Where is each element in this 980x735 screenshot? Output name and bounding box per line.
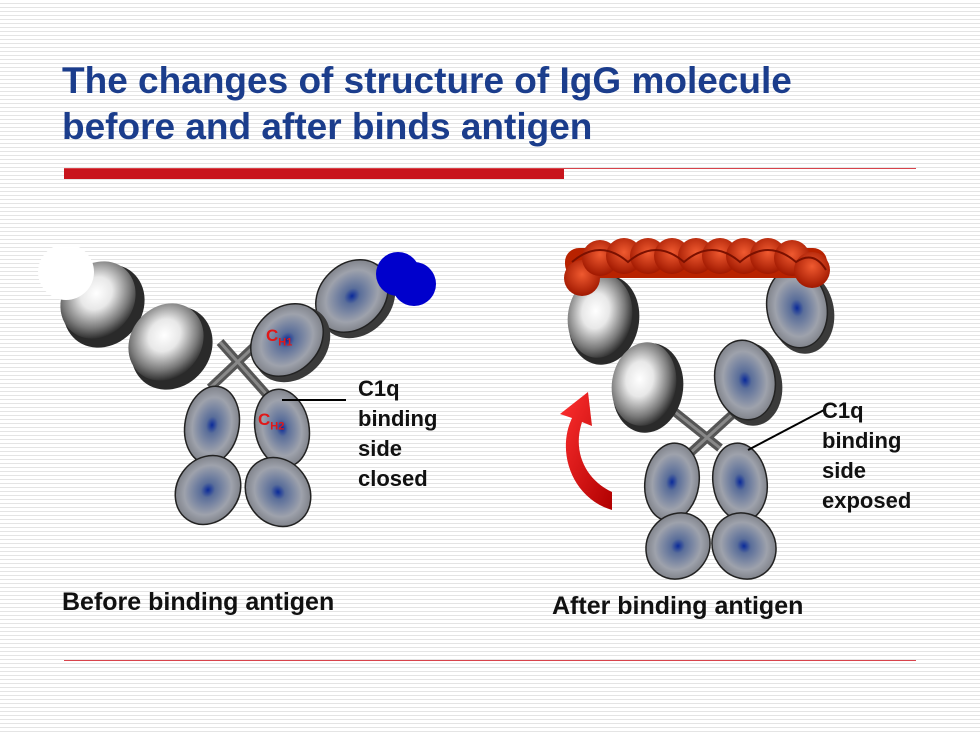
ch3-domain-left-after [645, 512, 711, 580]
bottom-rule [64, 660, 916, 661]
antigen-chain [564, 238, 830, 296]
ch1-domain [250, 303, 324, 377]
rotation-arrow-icon [560, 392, 612, 510]
igg-after-binding [560, 238, 835, 580]
igg-before-binding [38, 244, 436, 528]
ch2-label: CH2 [258, 410, 285, 433]
ch3-domain-right [244, 456, 312, 528]
title-rule-thin [64, 168, 916, 169]
ch2-domain-right-after [711, 442, 769, 522]
title-line-1: The changes of structure of IgG molecule [62, 60, 792, 101]
caption-after: After binding antigen [552, 592, 804, 620]
c1q-pointer-right [747, 409, 825, 451]
ch3-domain-right-after [711, 512, 777, 580]
title-rule-thick [64, 169, 564, 179]
title-line-2: before and after binds antigen [62, 106, 593, 147]
constant-domain-white-after [611, 342, 677, 426]
antigen-blue-2 [392, 262, 436, 306]
slide-title: The changes of structure of IgG molecule… [62, 58, 942, 150]
c1q-label-exposed: C1q binding side exposed [822, 398, 912, 513]
antigen-site-empty [38, 244, 94, 300]
ch1-domain-after [713, 339, 777, 421]
caption-before: Before binding antigen [62, 588, 335, 616]
constant-domain-white [128, 303, 204, 381]
c1q-label-closed: C1q binding side closed [358, 376, 438, 491]
ch1-label: CH1 [266, 326, 293, 349]
ch3-domain-left [174, 454, 242, 526]
